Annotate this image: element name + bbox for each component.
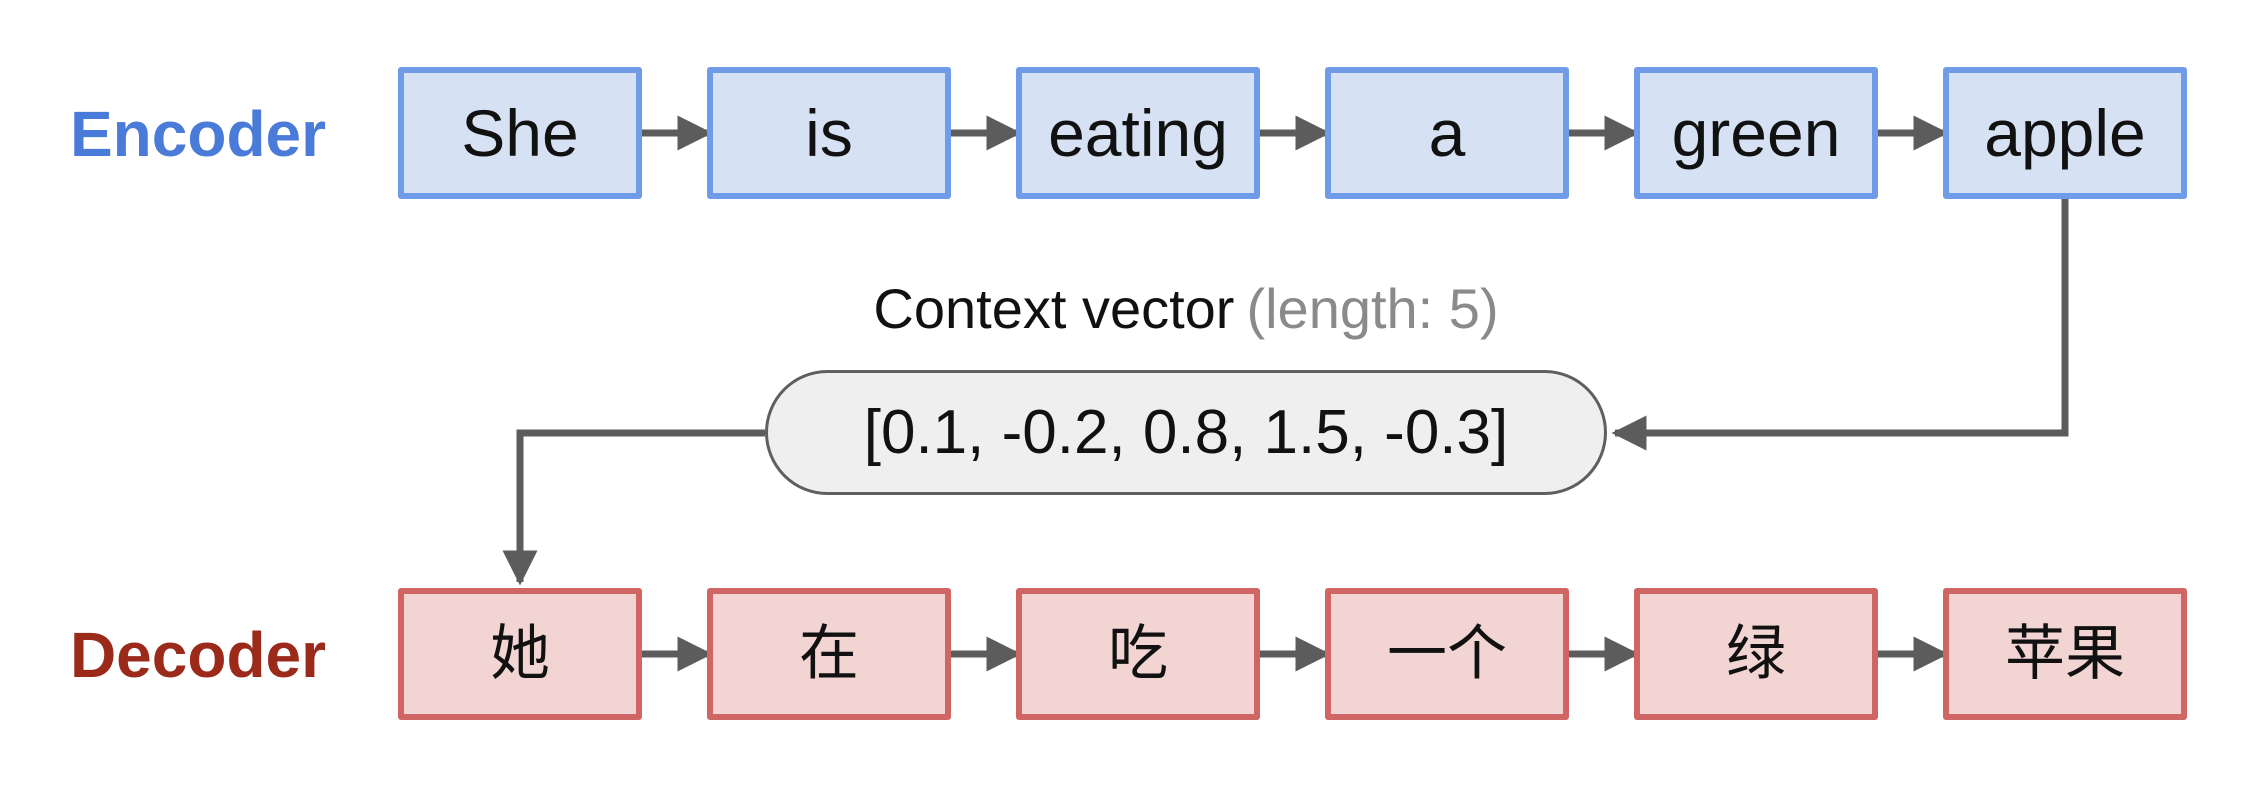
encoder-box-1: She	[398, 67, 642, 199]
decoder-box-1: 她	[398, 588, 642, 720]
decoder-label: Decoder	[69, 619, 327, 691]
encoder-box-2: is	[707, 67, 951, 199]
decoder-token: 苹果	[2005, 620, 2125, 687]
encoder-box-4: a	[1325, 67, 1569, 199]
context-vector-values: [0.1, -0.2, 0.8, 1.5, -0.3]	[863, 397, 1509, 467]
decoder-box-5: 绿	[1634, 588, 1878, 720]
decoder-box-4: 一个	[1325, 588, 1569, 720]
encoder-to-context-arrow	[1611, 199, 2069, 451]
encoder-token: She	[461, 96, 579, 170]
context-vector-label: Context vector(length: 5)	[686, 278, 1686, 340]
encoder-token: is	[805, 96, 853, 170]
encoder-token: a	[1428, 96, 1466, 170]
decoder-token: 一个	[1387, 620, 1507, 687]
decoder-box-2: 在	[707, 588, 951, 720]
decoder-token: 绿	[1726, 620, 1786, 687]
encoder-label: Encoder	[69, 98, 327, 170]
encoder-box-6: apple	[1943, 67, 2187, 199]
context-vector-length-note: (length: 5)	[1246, 277, 1499, 340]
decoder-box-6: 苹果	[1943, 588, 2187, 720]
decoder-token: 在	[799, 620, 859, 687]
decoder-token: 吃	[1108, 620, 1168, 687]
context-vector-pill: [0.1, -0.2, 0.8, 1.5, -0.3]	[765, 370, 1607, 495]
encoder-box-5: green	[1634, 67, 1878, 199]
encoder-token: eating	[1048, 96, 1228, 170]
decoder-token: 她	[490, 620, 550, 687]
encoder-box-3: eating	[1016, 67, 1260, 199]
context-vector-title: Context vector	[873, 277, 1235, 340]
encoder-token: apple	[1984, 96, 2146, 170]
encoder-token: green	[1671, 96, 1841, 170]
context-to-decoder-arrow	[502, 429, 765, 586]
decoder-box-3: 吃	[1016, 588, 1260, 720]
